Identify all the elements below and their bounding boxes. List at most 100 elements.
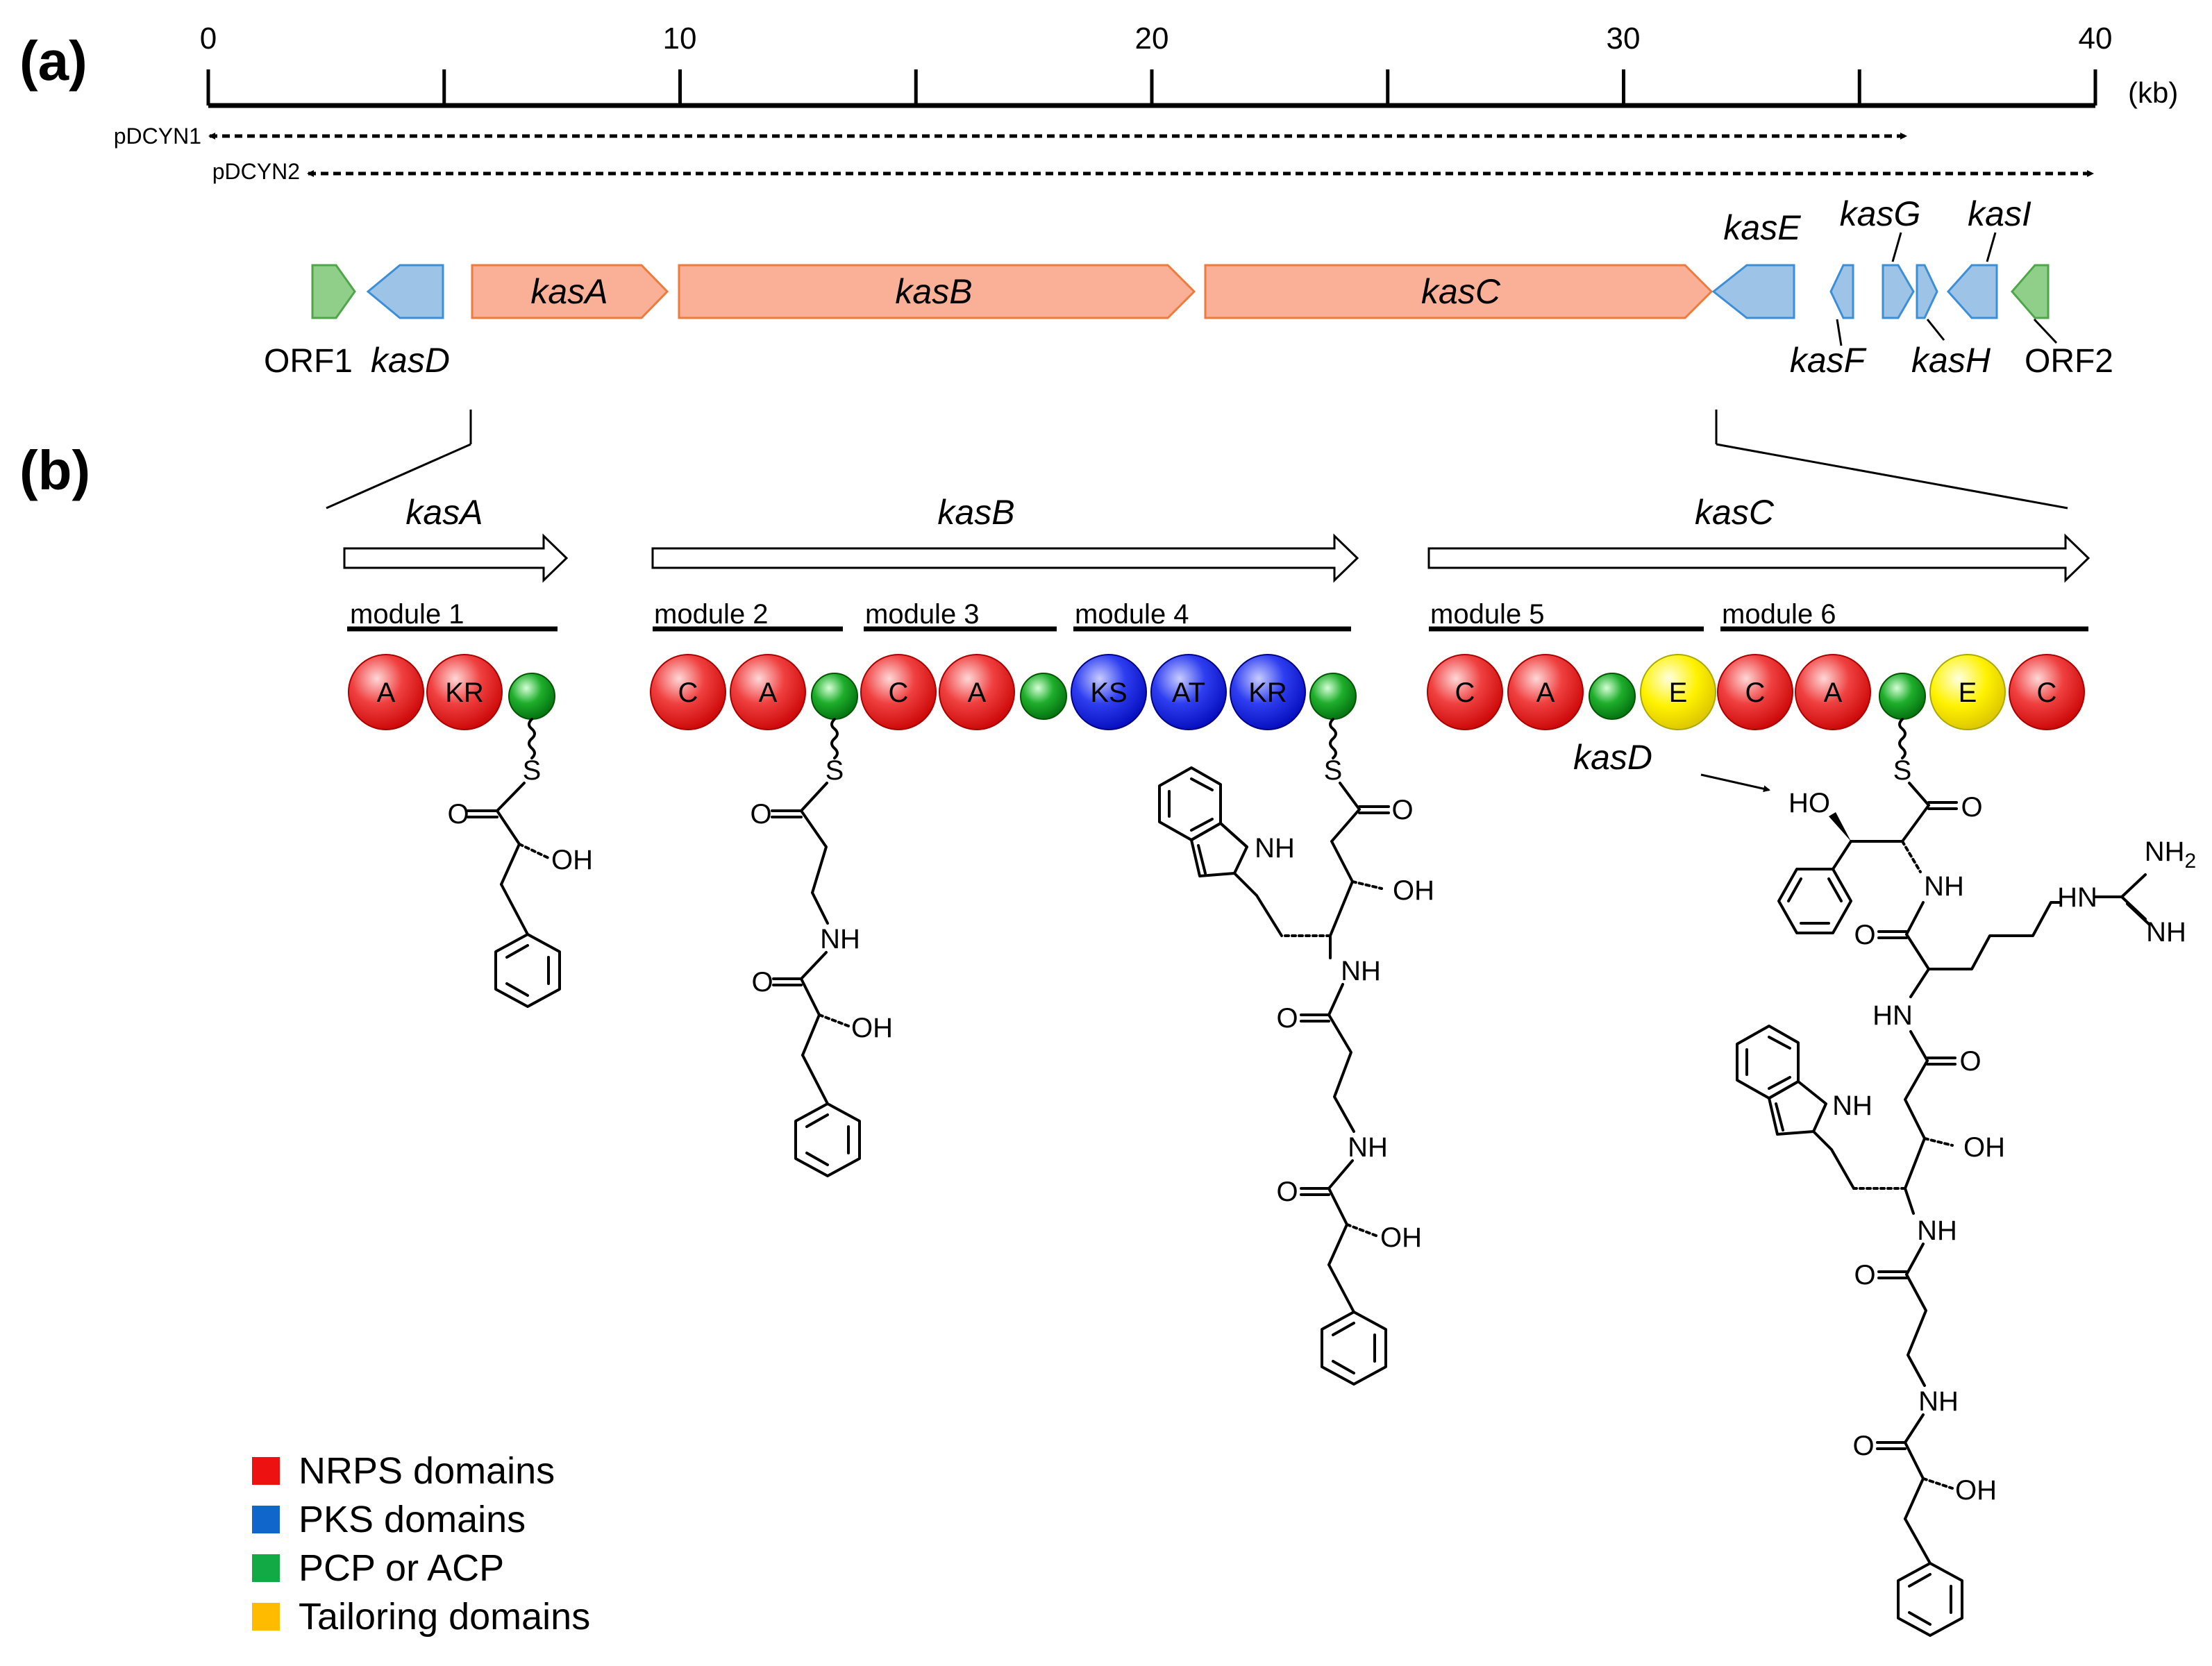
atom-nh-4b: NH [2146, 917, 2186, 948]
legend: NRPS domains PKS domains PCP or ACP Tail… [252, 1450, 590, 1638]
intermediate-structure-1: S O OH [447, 718, 593, 1008]
domain-label-c-m5: C [1455, 678, 1475, 708]
domain-c-m5 [1427, 654, 1503, 730]
module-label-6: module 6 [1722, 599, 1836, 630]
domain-label-kr-m1: KR [445, 678, 484, 708]
domain-c-m2 [650, 654, 726, 730]
tick-label-10: 10 [663, 22, 697, 56]
gene-label-kasa: kasA [530, 272, 608, 311]
atom-oh-3b: OH [1380, 1222, 1422, 1253]
module-label-4: module 4 [1075, 599, 1189, 630]
atom-nh-3b: NH [1341, 956, 1381, 986]
gene-label-kasg: kasG [1840, 194, 1921, 233]
panel-b-label: (b) [19, 439, 90, 501]
atom-oh-2: OH [851, 1013, 893, 1043]
legend-swatch-tailoring [252, 1603, 280, 1631]
intermediate-structure-4: S O HO NH O HN NH2 NH HN O OH [1736, 718, 2196, 1637]
domain-label-at-m4: AT [1172, 678, 1205, 708]
gene-arrow-kasb [678, 264, 1196, 319]
legend-swatch-nrps [252, 1457, 280, 1485]
atom-o-3c: O [1276, 1177, 1298, 1207]
kasd-annotation-label: kasD [1573, 738, 1652, 777]
intermediate-structure-3: S O OH NH NH O NH O OH [1158, 718, 1434, 1386]
domain-label-e-m6: E [1959, 678, 1977, 708]
domain-label-a-m6: A [1824, 678, 1843, 708]
atom-o-4e: O [1852, 1431, 1874, 1461]
gene-label-orf2: ORF2 [2025, 343, 2113, 380]
domain-c-m3 [860, 654, 937, 730]
legend-swatch-pks [252, 1506, 280, 1533]
atom-o-2a: O [750, 799, 771, 830]
atom-o-1: O [447, 799, 469, 830]
gene-label-kasf: kasF [1790, 341, 1867, 380]
atom-nh-4a: NH [1924, 871, 1964, 902]
gene-arrow-kasf [1829, 264, 1854, 319]
domain-c-m6b [2009, 654, 2085, 730]
gene-arrow-orf2 [2011, 264, 2050, 319]
pcp-domain-m1 [508, 673, 555, 720]
module-label-3: module 3 [865, 599, 980, 630]
gene-arrow-kasi [1946, 264, 1998, 319]
atom-nh2-4: NH2 [2145, 836, 2196, 873]
atom-oh-4b: OH [1955, 1475, 1997, 1506]
gene-label-kasb: kasB [895, 272, 972, 311]
kasd-annotation: kasD [1573, 738, 1770, 793]
domain-label-c-m6: C [1745, 678, 1766, 708]
domain-a-m6 [1795, 654, 1871, 730]
atom-nh-4e: NH [1918, 1386, 1959, 1417]
protein-arrow-kasa [343, 533, 569, 583]
legend-label-pks: PKS domains [299, 1499, 526, 1540]
domain-label-c-m3: C [889, 678, 909, 708]
atom-oh-3: OH [1393, 875, 1434, 906]
domain-a-m1 [348, 654, 424, 730]
module-label-5: module 5 [1430, 599, 1545, 630]
atom-o-4d: O [1854, 1260, 1875, 1290]
intermediate-structure-2: S O NH O OH [750, 718, 893, 1177]
acp-domain-m4 [1309, 673, 1357, 720]
protein-label-kasc: kasC [1695, 493, 1775, 532]
atom-nh-3c: NH [1348, 1132, 1388, 1163]
legend-label-tailoring: Tailoring domains [299, 1596, 590, 1638]
gene-label-kash: kasH [1911, 341, 1991, 380]
gene-arrow-kasg [1882, 264, 1915, 319]
domain-ks-m4 [1071, 654, 1147, 730]
domain-at-m4 [1150, 654, 1227, 730]
domain-label-a-m3: A [968, 678, 987, 708]
gene-arrow-orf1 [311, 264, 356, 319]
gene-label-orf1: ORF1 [264, 343, 353, 380]
domain-row: A KR C A C A KS AT KR C A E C A [348, 654, 2085, 730]
domain-label-c-m6b: C [2037, 678, 2057, 708]
gene-label-kase: kasE [1723, 208, 1801, 247]
legend-label-pcp: PCP or ACP [299, 1547, 504, 1589]
domain-a-m3 [939, 654, 1015, 730]
protein-arrow-kasc [1427, 533, 2090, 583]
module-label-1: module 1 [350, 599, 464, 630]
domain-a-m5 [1507, 654, 1584, 730]
scale-unit: (kb) [2128, 76, 2178, 109]
atom-oh-1: OH [551, 845, 593, 875]
protein-arrow-kasb [651, 533, 1359, 583]
atom-s-4: S [1893, 755, 1912, 786]
domain-e-m6 [1929, 654, 2006, 730]
atom-nh-4c: NH [1832, 1091, 1872, 1121]
legend-label-nrps: NRPS domains [299, 1450, 555, 1492]
domain-label-c-m2: C [678, 678, 698, 708]
tick-label-40: 40 [2079, 22, 2113, 56]
clone-label-pdcyn2: pDCYN2 [212, 159, 300, 184]
protein-label-kasa: kasA [405, 493, 483, 532]
domain-label-a-m5: A [1536, 678, 1555, 708]
tick-label-20: 20 [1135, 22, 1169, 56]
domain-kr-m1 [426, 654, 503, 730]
domain-label-e-m5: E [1669, 678, 1688, 708]
domain-e-m5 [1640, 654, 1716, 730]
domain-label-a-m2: A [759, 678, 778, 708]
tick-label-30: 30 [1607, 22, 1641, 56]
atom-s-1: S [523, 755, 542, 786]
clone-label-pdcyn1: pDCYN1 [114, 124, 201, 149]
domain-a-m2 [730, 654, 806, 730]
gene-arrow-kase [1711, 264, 1795, 319]
atom-oh-4a: OH [1963, 1132, 2005, 1163]
module-label-2: module 2 [654, 599, 769, 630]
pcp-domain-m6 [1879, 673, 1926, 720]
